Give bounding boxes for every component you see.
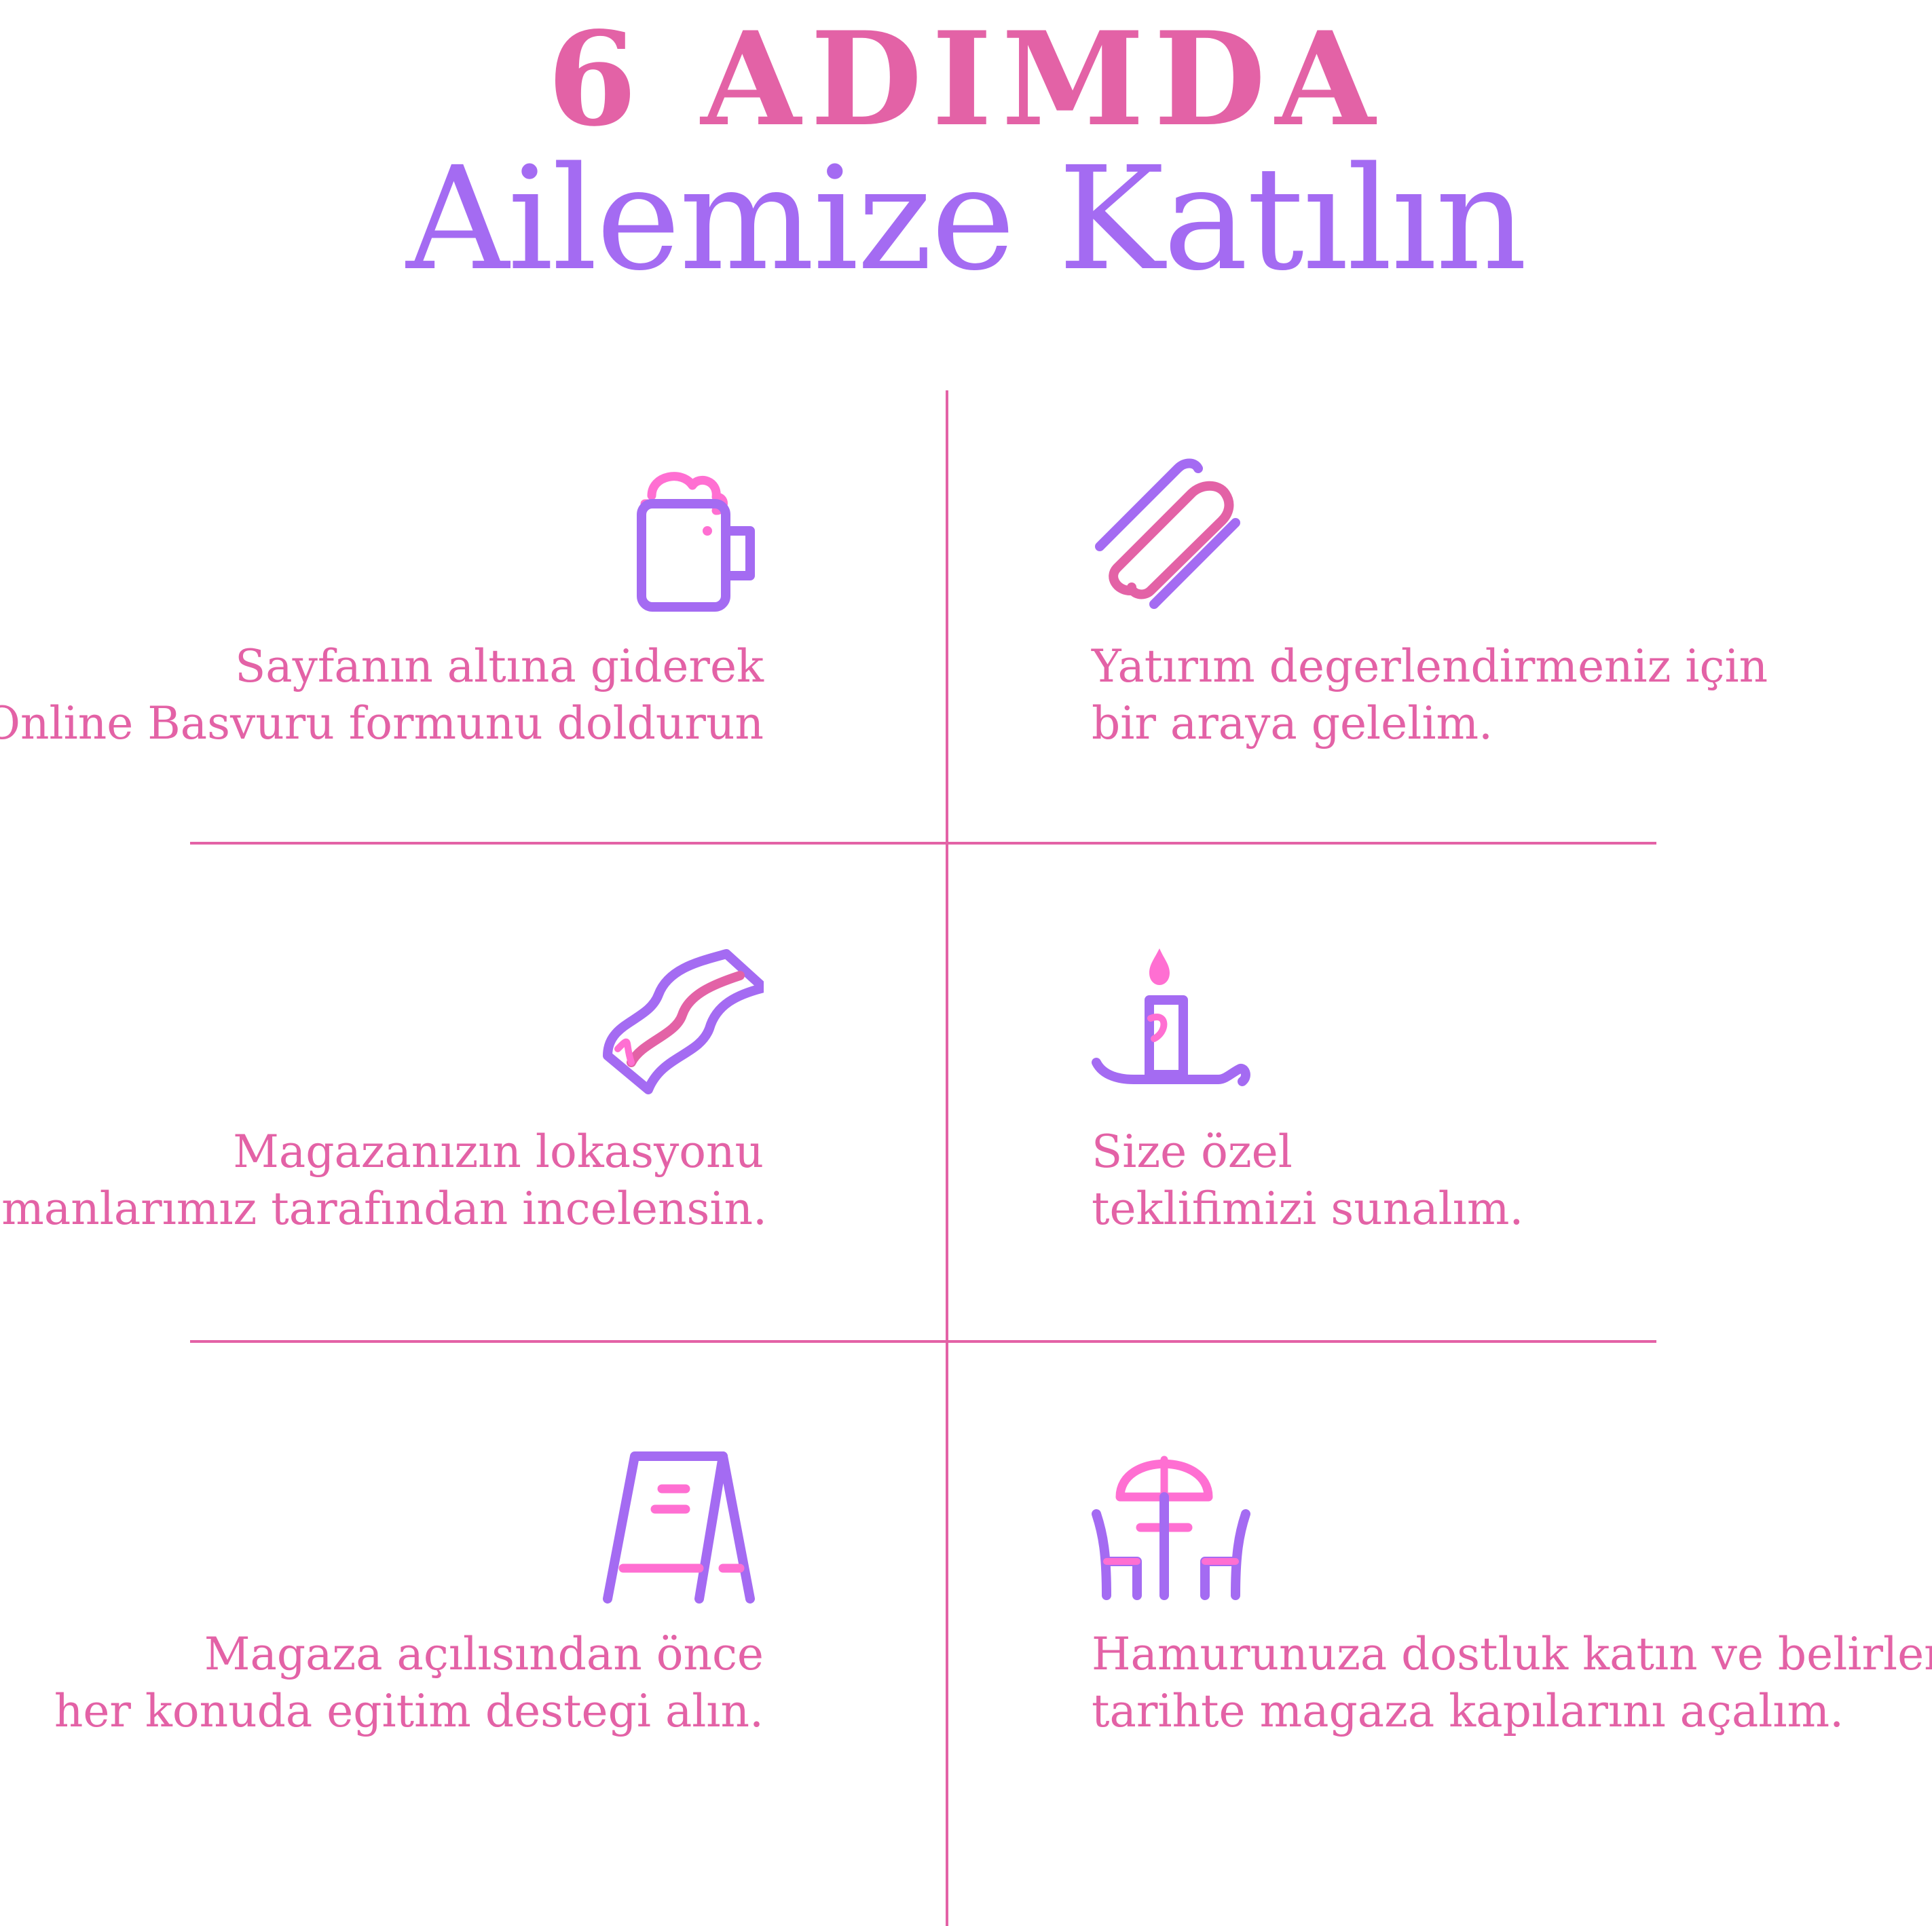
horizontal-divider-2 (190, 1340, 1656, 1343)
candle-icon (1090, 940, 1252, 1103)
step-6-line-2: tarihte magaza kapılarını açalım. (1092, 1685, 1844, 1737)
step-4-text: Size özel teklifimizi sunalım. (1092, 1124, 1906, 1238)
step-5-line-1: Magaza açılısından önce (204, 1628, 764, 1680)
step-5-line-2: her konuda egitim destegi alın. (54, 1685, 764, 1737)
step-3-line-2: uzmanlarımız tarafından incelensin. (0, 1183, 767, 1235)
step-1-line-2: Online Basvuru formunu doldurun (0, 697, 764, 749)
title-join-family: Ailemize Katılın (406, 136, 1527, 302)
step-1-line-1: Sayfanın altına giderek (235, 640, 764, 692)
step-6-line-1: Hamurunuza dostluk katın ve belirlenen (1092, 1628, 1932, 1680)
menu-board-icon (597, 1443, 760, 1606)
step-6-text: Hamurunuza dostluk katın ve belirlenen t… (1092, 1626, 1932, 1740)
cafe-table-icon (1090, 1439, 1252, 1602)
step-4-line-1: Size özel (1092, 1126, 1293, 1178)
step-2-text: Yatırım degerlendirmeniz için bir araya … (1092, 638, 1906, 752)
step-4-line-2: teklifimizi sunalım. (1092, 1183, 1524, 1235)
step-2-line-2: bir araya gelelim. (1092, 697, 1493, 749)
step-3-line-1: Magazanızın lokasyonu (233, 1126, 764, 1178)
beer-mug-icon (597, 455, 760, 618)
step-2-line-1: Yatırım degerlendirmeniz için (1092, 640, 1768, 692)
bacon-icon (601, 940, 764, 1103)
step-3-text: Magazanızın lokasyonu uzmanlarımız taraf… (0, 1124, 767, 1238)
title-steps-count: 6 ADIMDA (547, 3, 1385, 155)
step-5-text: Magaza açılısından önce her konuda egiti… (0, 1626, 764, 1740)
step-1-text: Sayfanın altına giderek Online Basvuru f… (0, 638, 764, 752)
vertical-divider (946, 390, 948, 1926)
horizontal-divider-1 (190, 842, 1656, 845)
paperclip-icon (1090, 451, 1252, 614)
